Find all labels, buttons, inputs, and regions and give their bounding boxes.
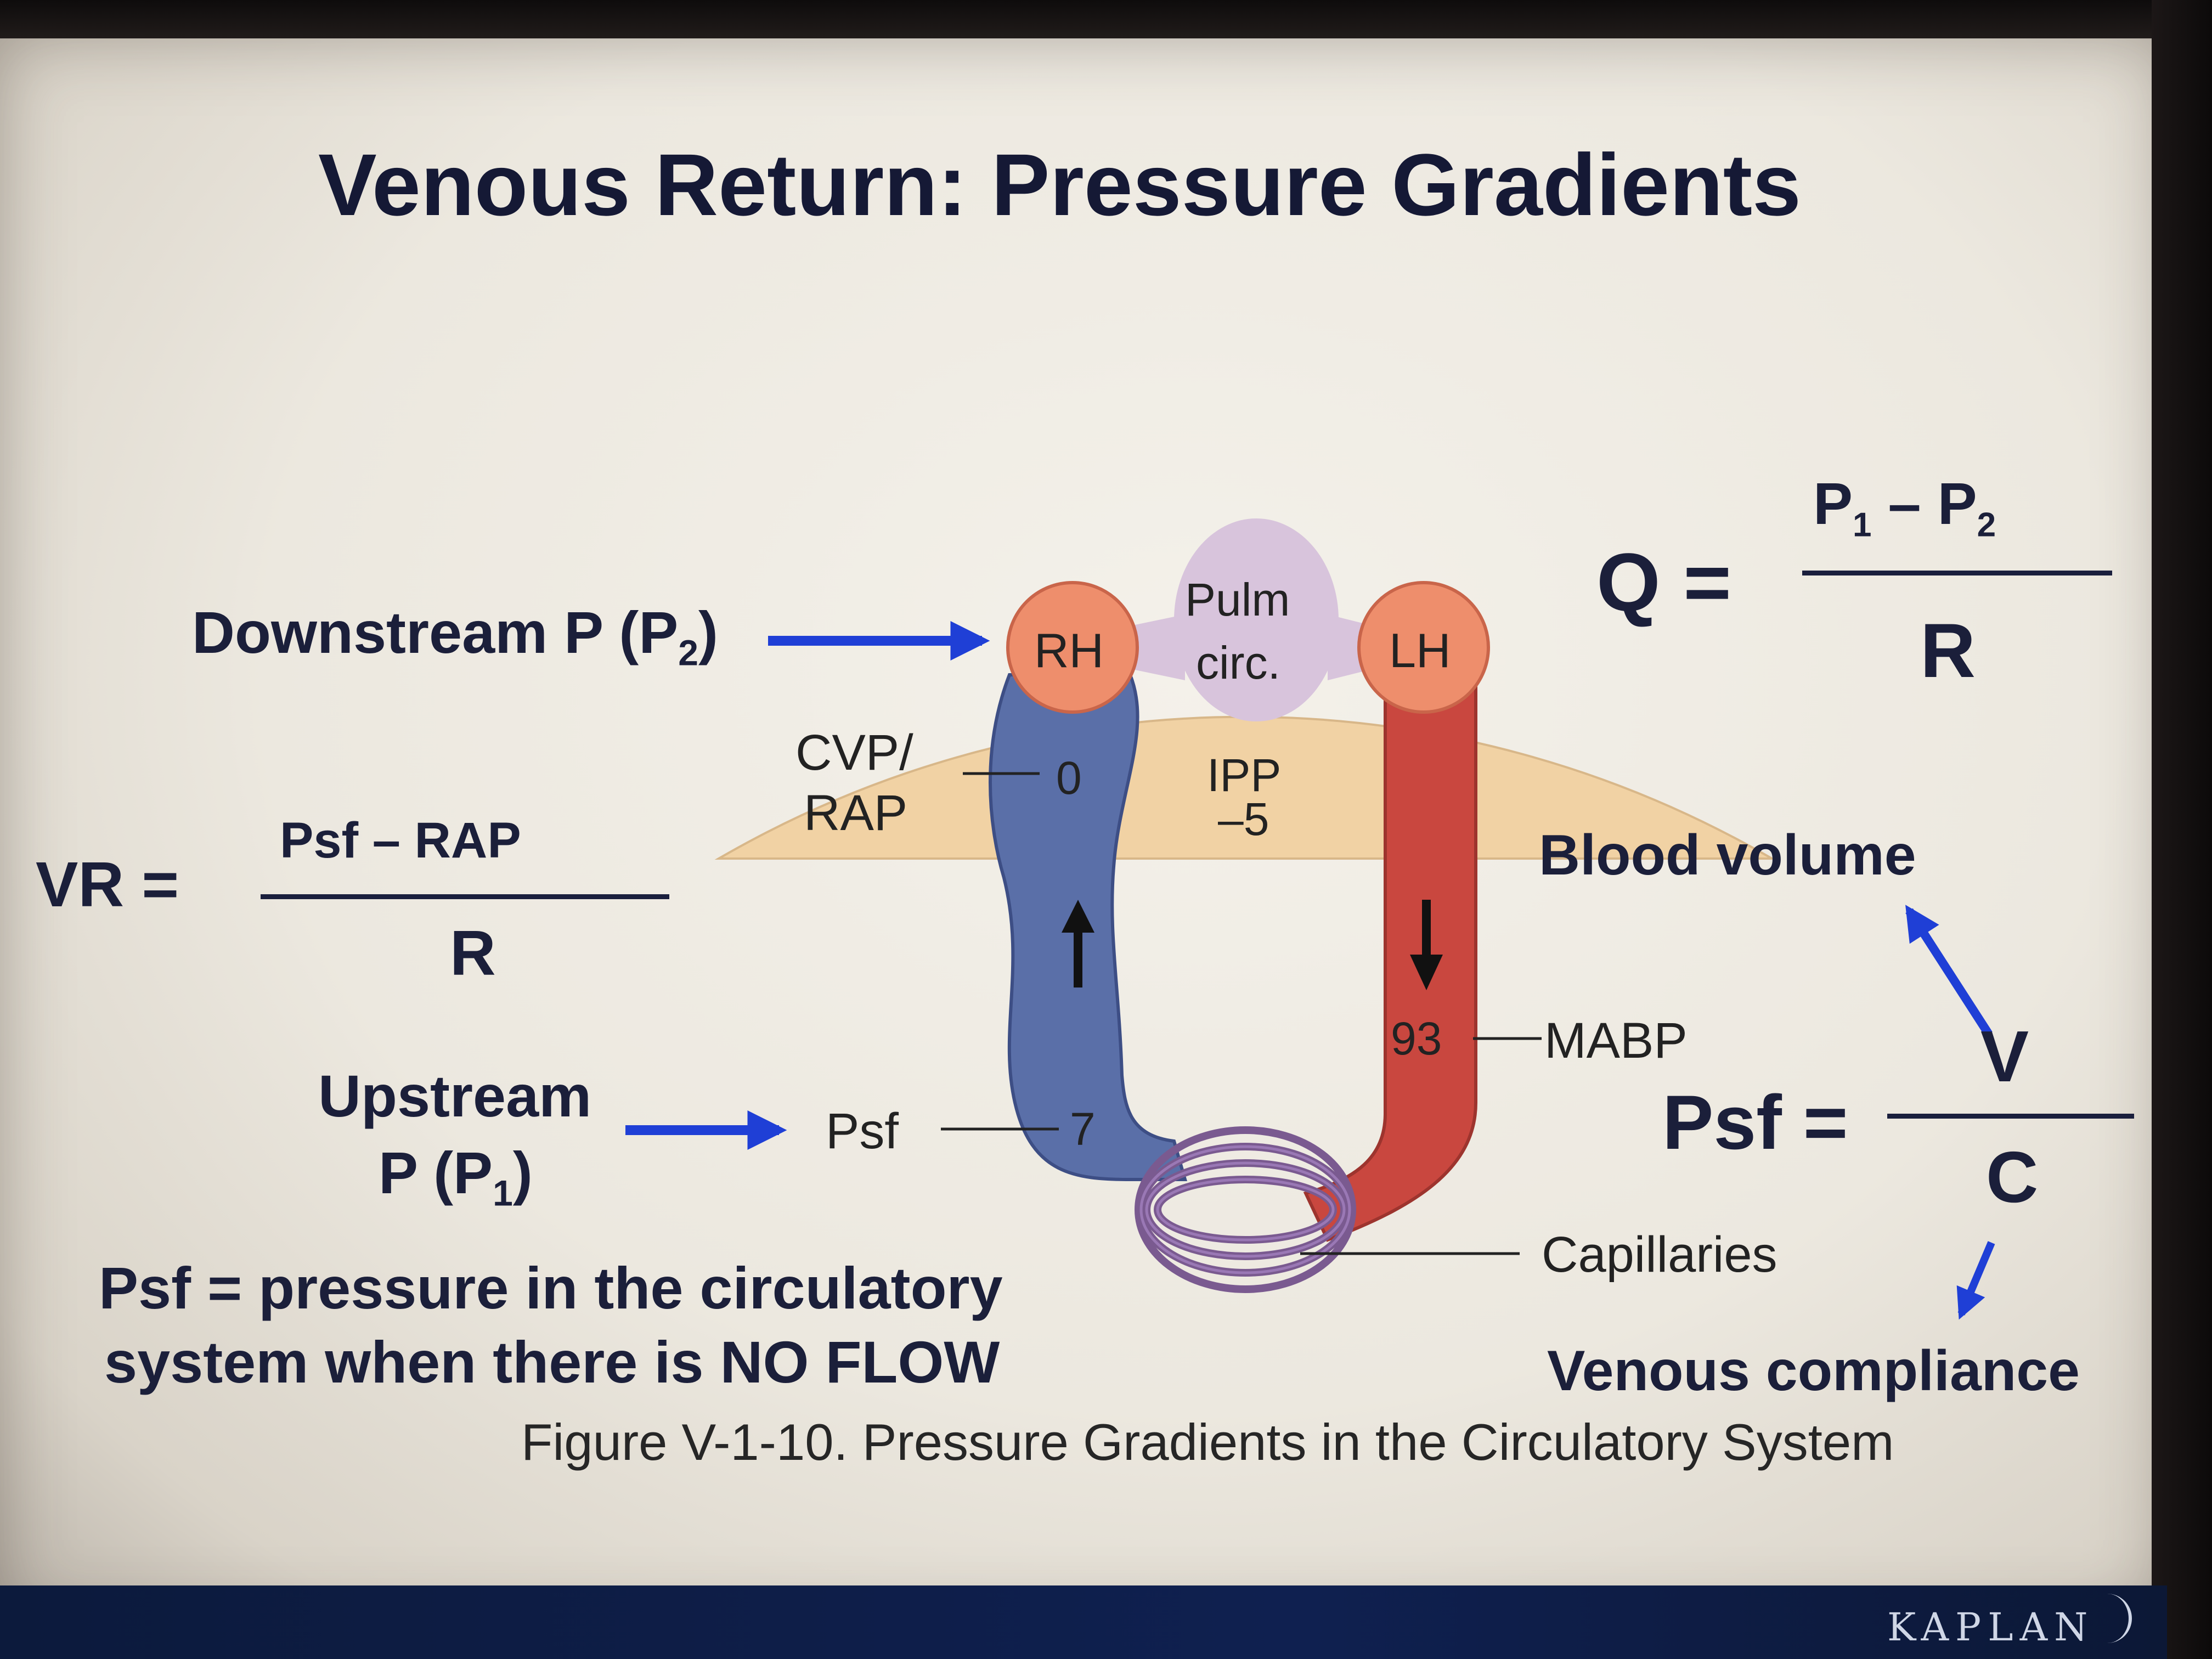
- ipp-label: IPP: [1207, 749, 1282, 801]
- downstream-sub: 2: [678, 632, 698, 673]
- pulm-label-line1: Pulm: [1185, 574, 1290, 625]
- downstream-label: Downstream P (P2): [192, 599, 718, 673]
- psf-definition-line2: system when there is NO FLOW: [104, 1329, 1000, 1395]
- q-sub-1: 1: [1853, 506, 1872, 544]
- vr-fraction-bar: [261, 894, 669, 899]
- cvp-label-line2: RAP: [804, 785, 908, 841]
- arterial-flow-arrow: [1410, 900, 1443, 990]
- psf-definition-line1: Psf = pressure in the circulatory: [99, 1255, 1003, 1321]
- psf-eq-label: Psf =: [1662, 1079, 1848, 1165]
- upstream-label-line1: Upstream: [318, 1063, 592, 1129]
- compliance-arrow: [1956, 1241, 1995, 1320]
- mabp-label: MABP: [1544, 1013, 1688, 1069]
- psf-eq-denominator: C: [1986, 1137, 2039, 1217]
- pulm-label-line2: circ.: [1196, 637, 1280, 689]
- blood-volume-label: Blood volume: [1539, 823, 1916, 887]
- psf-fraction-bar: [1887, 1114, 2134, 1119]
- q-denominator: R: [1920, 607, 1976, 693]
- venous-compliance-label: Venous compliance: [1547, 1339, 2080, 1403]
- cvp-label-line1: CVP/: [795, 725, 913, 781]
- venous-flow-arrow: [1062, 900, 1094, 988]
- brand-bar: [0, 1585, 2167, 1659]
- capillary-bed-fill: [1139, 1145, 1351, 1274]
- pulm-circ-oval: [1174, 518, 1339, 721]
- vr-denominator: R: [450, 917, 496, 989]
- psf-value: 7: [1070, 1103, 1096, 1155]
- q-label: Q =: [1596, 536, 1731, 628]
- right-bezel: [2152, 0, 2212, 1659]
- kaplan-logo-arc: [2107, 1594, 2132, 1643]
- rh-chamber: [1006, 581, 1139, 714]
- upstream-label-line2: P (P1): [379, 1139, 533, 1214]
- kaplan-logo: KAPLAN: [1887, 1605, 2095, 1650]
- lh-label: LH: [1389, 623, 1451, 678]
- cvp-value: 0: [1056, 752, 1082, 804]
- page-title: Venous Return: Pressure Gradients: [318, 136, 1802, 234]
- mabp-value: 93: [1391, 1013, 1442, 1064]
- vr-numerator: Psf – RAP: [280, 812, 521, 868]
- psf-eq-numerator: V: [1980, 1016, 2029, 1097]
- rh-label: RH: [1034, 623, 1104, 678]
- vr-label: VR =: [36, 849, 179, 920]
- lh-chamber: [1357, 581, 1490, 714]
- q-sub-2: 2: [1977, 506, 1996, 544]
- capillaries-label: Capillaries: [1542, 1227, 1778, 1283]
- figure-caption: Figure V-1-10. Pressure Gradients in the…: [521, 1413, 1894, 1471]
- upstream-sub: 1: [493, 1172, 513, 1214]
- q-numerator: P1 – P2: [1813, 470, 1996, 544]
- blood-volume-arrow: [1905, 905, 1993, 1037]
- q-fraction-bar: [1802, 571, 2112, 575]
- ipp-value: –5: [1218, 793, 1269, 845]
- psf-marker-label: Psf: [826, 1103, 899, 1159]
